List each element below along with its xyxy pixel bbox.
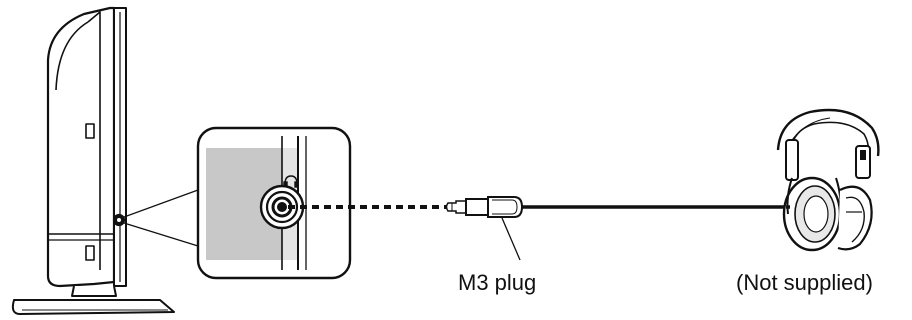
headphones-label: (Not supplied) [736,270,873,295]
plug-label: M3 plug [458,270,536,295]
jack-socket [259,184,305,230]
callout-lines [123,189,199,247]
jack-zoom-box [196,126,352,280]
m3-plug [445,196,524,218]
tv-side-view [11,6,175,315]
headphones [776,108,880,252]
plug-label-pointer [501,217,521,261]
